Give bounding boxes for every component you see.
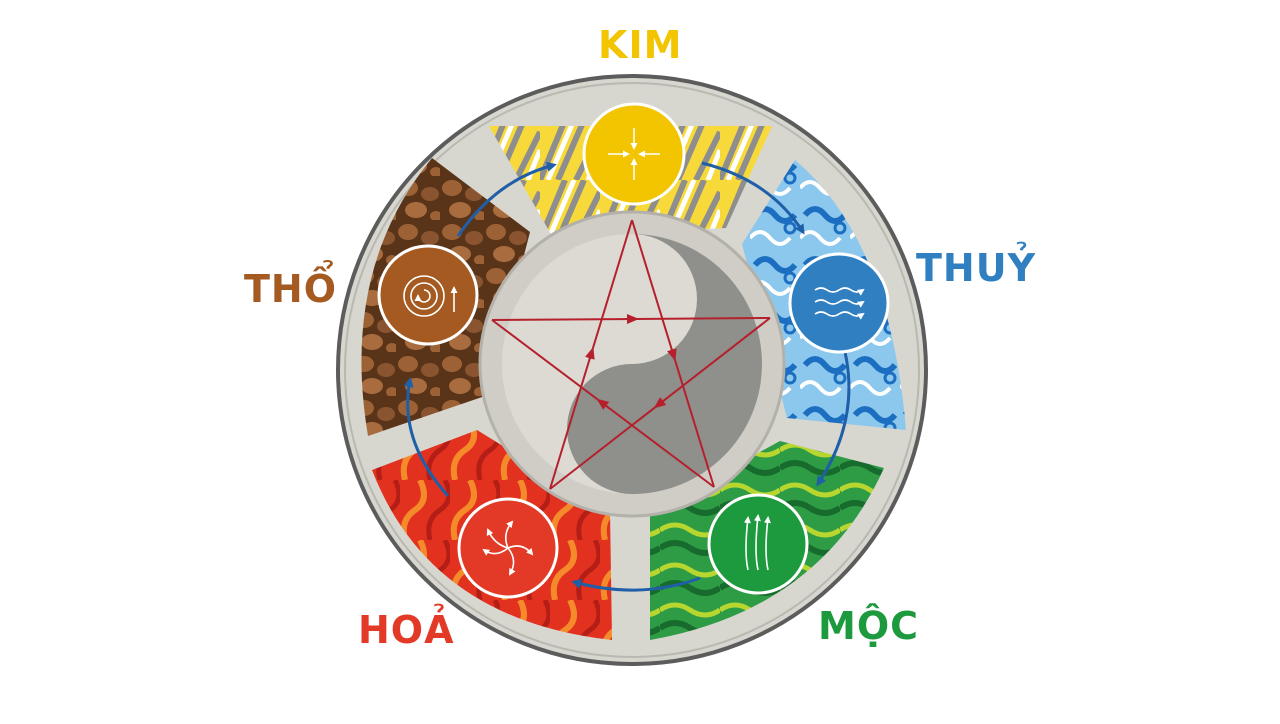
hoa-medallion	[459, 499, 557, 597]
label-thuy: THUỶ	[916, 249, 1036, 287]
label-hoa: HOẢ	[358, 611, 455, 649]
moc-medallion	[709, 495, 807, 593]
label-moc: MỘC	[818, 607, 919, 645]
label-kim: KIM	[598, 26, 682, 64]
thuy-medallion	[790, 254, 888, 352]
tho-medallion	[379, 246, 477, 344]
kim-medallion	[584, 104, 684, 204]
yin-yang-icon	[502, 234, 762, 494]
label-tho: THỔ	[244, 270, 337, 308]
